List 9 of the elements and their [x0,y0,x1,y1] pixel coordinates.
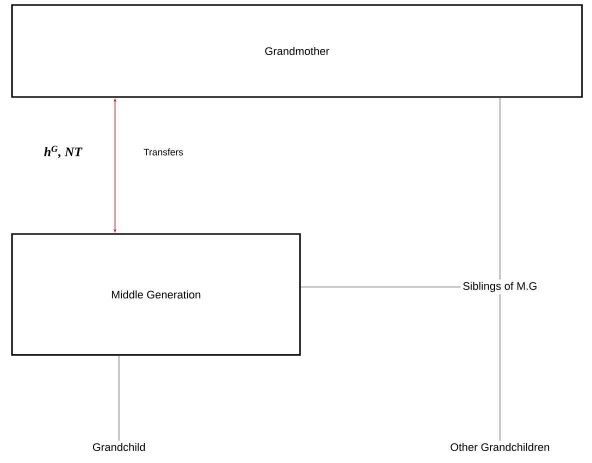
edge-label: Transfers [144,148,183,156]
variable-label: h$^{G}$, NT [44,146,82,158]
person-label: Other Grandchildren [450,442,550,452]
person-box: Middle Generation [11,233,301,356]
connector-line [118,355,120,442]
person-label: Siblings of M.G [463,282,536,292]
person-label: Grandchild [92,442,145,452]
connector-line [300,286,461,288]
person-box: Grandmother [11,4,583,98]
